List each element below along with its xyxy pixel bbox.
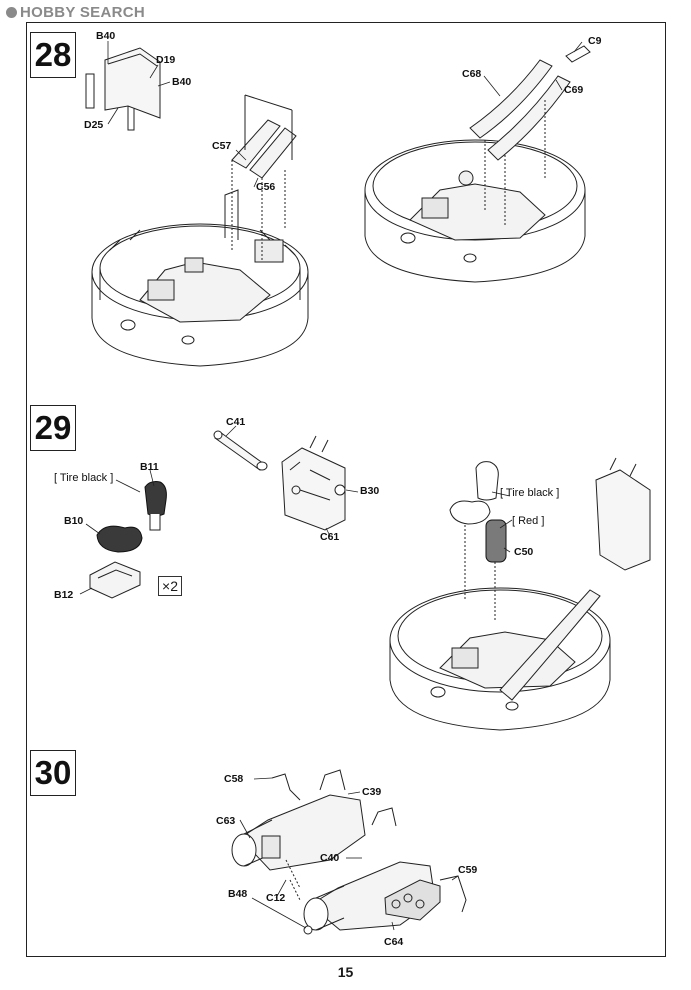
logo-dot-icon <box>6 7 17 18</box>
step-number-28: 28 <box>30 32 76 78</box>
part-label-b40: B40 <box>172 76 192 88</box>
part-label-b48: B48 <box>228 888 248 900</box>
part-label-b11: B11 <box>140 461 159 473</box>
part-c41-drawing <box>213 430 268 471</box>
quantity-multiplier: ×2 <box>158 576 182 596</box>
part-label-c40: C40 <box>320 852 340 864</box>
leader-lines <box>79 41 583 931</box>
part-label-c57: C57 <box>212 140 232 152</box>
part-label-c56: C56 <box>256 181 276 193</box>
part-label-b30: B30 <box>360 485 380 497</box>
part-label-c69: C69 <box>564 84 584 96</box>
watermark-text: HOBBY SEARCH <box>20 4 146 21</box>
part-label-c64: C64 <box>384 936 404 948</box>
part-label-c68: C68 <box>462 68 482 80</box>
paint-note-red: [ Red ] <box>512 515 545 527</box>
part-label-c63: C63 <box>216 815 236 827</box>
page-number: 15 <box>337 964 354 980</box>
part-label-c39: C39 <box>362 786 382 798</box>
paint-note-tire-black: [ Tire black ] <box>500 487 560 499</box>
step-number-29: 29 <box>30 405 76 451</box>
paint-note-tire-black: [ Tire black ] <box>54 472 114 484</box>
part-label-c9: C9 <box>588 35 602 47</box>
part-label-c58: C58 <box>224 773 244 785</box>
part-label-c61: C61 <box>320 531 340 543</box>
part-label-b12: B12 <box>54 589 74 601</box>
watermark: HOBBY SEARCH <box>6 4 145 21</box>
step-number-30: 30 <box>30 750 76 796</box>
instruction-page-frame <box>26 22 666 957</box>
turret-basket-drawing-28-left <box>91 189 309 367</box>
part-label-c12: C12 <box>266 892 286 904</box>
part-c68-c69-c9-drawing <box>469 45 591 225</box>
part-d19-b40-drawing <box>85 47 161 131</box>
part-c61-b30-drawing <box>281 435 346 531</box>
part-label-d19: D19 <box>156 54 176 66</box>
part-label-d25: D25 <box>84 119 104 131</box>
part-label-b10: B10 <box>64 515 84 527</box>
part-c57-c56-drawing <box>231 94 297 260</box>
breech-assembly-drawing-30 <box>231 769 467 935</box>
part-label-b40: B40 <box>96 30 116 42</box>
seat-assembly-c50-drawing <box>449 461 507 620</box>
part-label-c59: C59 <box>458 864 478 876</box>
part-label-c41: C41 <box>226 416 246 428</box>
turret-basket-drawing-28-right <box>364 139 586 283</box>
part-label-c50: C50 <box>514 546 534 558</box>
seat-b11-b10-b12-drawing <box>89 481 167 599</box>
turret-basket-drawing-29 <box>389 457 651 731</box>
